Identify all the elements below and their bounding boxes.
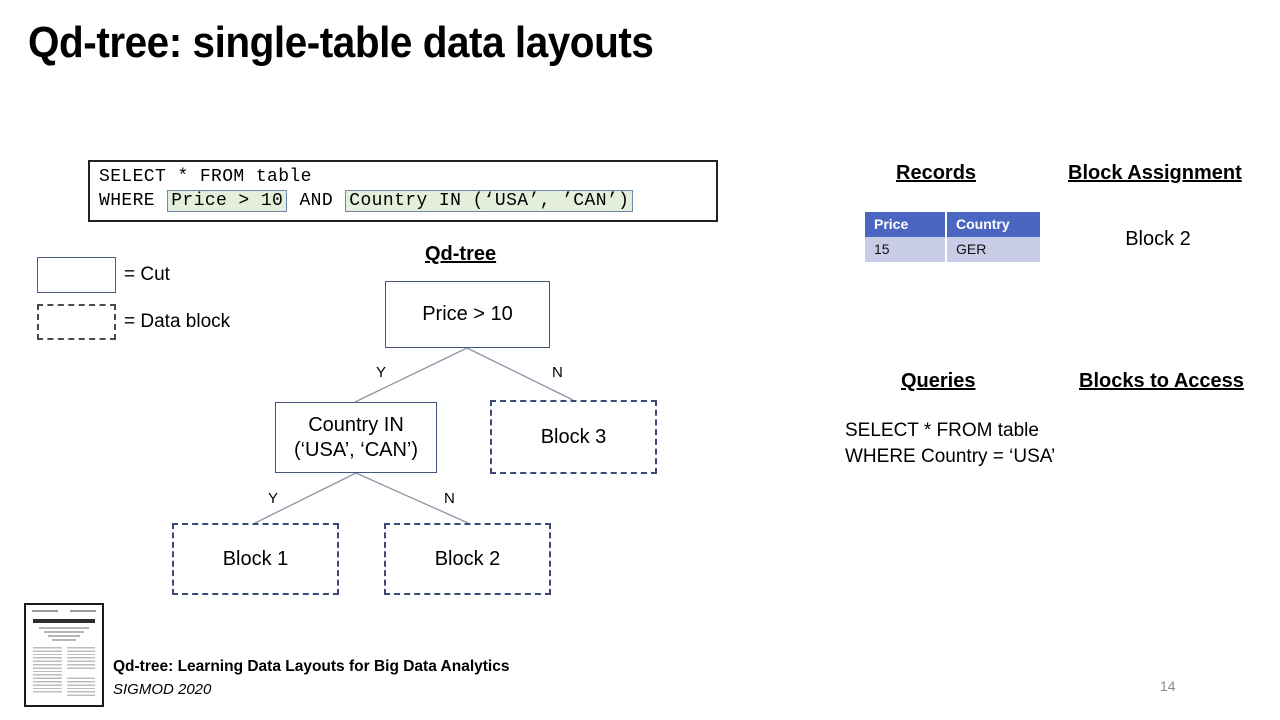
tree-node-country-cut[interactable]: Country IN (‘USA’, ‘CAN’) [275, 402, 437, 473]
blocks-to-access-heading: Blocks to Access [1079, 370, 1244, 392]
tree-node-block3[interactable]: Block 3 [490, 400, 657, 474]
page-title: Qd-tree: single-table data layouts [28, 18, 654, 67]
records-cell-country: GER [946, 237, 1040, 262]
records-heading: Records [896, 162, 977, 184]
paper-thumb-title-line [33, 619, 95, 623]
records-column-country: Country [946, 212, 1040, 237]
records-cell-price: 15 [865, 237, 947, 262]
sql-line-select: SELECT * FROM table [99, 167, 312, 187]
paper-thumb-author-line-4 [52, 639, 76, 641]
records-column-price: Price [865, 212, 947, 237]
block-assignment-value: Block 2 [1125, 228, 1191, 250]
page-number: 14 [1160, 678, 1176, 694]
paper-thumb-whitespace-1 [33, 693, 64, 701]
paper-thumb-author-line-3 [48, 635, 80, 637]
legend-data-block-swatch [37, 304, 116, 340]
citation-venue: SIGMOD 2020 [113, 681, 212, 698]
citation-title: Qd-tree: Learning Data Layouts for Big D… [113, 658, 510, 675]
sql-predicate-price: Price > 10 [167, 190, 288, 212]
tree-heading: Qd-tree [425, 243, 497, 265]
paper-thumb-whitespace-2 [67, 671, 99, 677]
tree-node-price-cut[interactable]: Price > 10 [385, 281, 550, 348]
legend-data-block-label: = Data block [124, 311, 231, 332]
edge-label-country-yes: Y [268, 490, 279, 507]
sql-line-where: WHERE Price > 10 AND Country IN (‘USA’, … [99, 190, 634, 212]
legend-cut-label: = Cut [124, 264, 170, 285]
sql-query-box: SELECT * FROM table WHERE Price > 10 AND… [88, 160, 718, 222]
records-table: Price Country 15 GER [865, 212, 1040, 262]
legend-cut-swatch [37, 257, 116, 293]
tree-node-block2[interactable]: Block 2 [384, 523, 551, 595]
paper-thumb-header [32, 610, 96, 613]
tree-node-country-label: Country IN (‘USA’, ‘CAN’) [293, 414, 419, 461]
sql-and-keyword: AND [288, 191, 345, 211]
edge-label-root-no: N [552, 364, 563, 381]
edge-root-yes [354, 347, 468, 403]
tree-node-block1[interactable]: Block 1 [172, 523, 339, 595]
edge-label-root-yes: Y [376, 364, 387, 381]
sql-where-keyword: WHERE [99, 191, 167, 211]
edge-label-country-no: N [444, 490, 455, 507]
paper-thumb-author-line-1 [39, 627, 89, 629]
paper-thumbnail-image [24, 603, 104, 707]
records-table-header-row: Price Country [865, 212, 1040, 237]
sql-predicate-country: Country IN (‘USA’, ’CAN’) [345, 190, 634, 212]
block-assignment-heading: Block Assignment [1068, 162, 1242, 184]
paper-thumb-author-line-2 [44, 631, 84, 633]
paper-thumb-column-left [33, 647, 62, 697]
queries-heading: Queries [901, 370, 976, 392]
table-row: 15 GER [865, 237, 1040, 262]
query-text: SELECT * FROM table WHERE Country = ‘USA… [845, 420, 1056, 468]
